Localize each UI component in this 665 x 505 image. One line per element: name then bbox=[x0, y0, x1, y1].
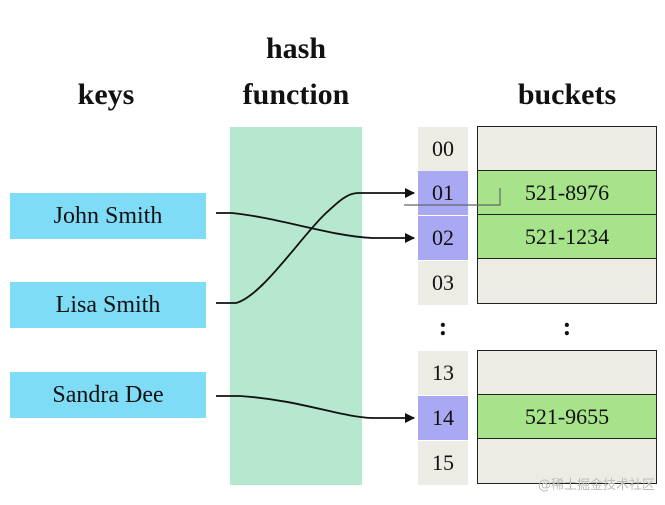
hash-function-column bbox=[230, 127, 362, 485]
bucket-cell bbox=[478, 351, 656, 395]
index-cell-highlighted: 01 bbox=[418, 171, 468, 215]
index-cell: 03 bbox=[418, 261, 468, 305]
key-lisa-smith: Lisa Smith bbox=[10, 282, 206, 328]
watermark: @稀土掘金技术社区 bbox=[537, 478, 655, 493]
bucket-cell bbox=[478, 259, 656, 303]
key-sandra-dee: Sandra Dee bbox=[10, 372, 206, 418]
bucket-cell-filled: 521-9655 bbox=[478, 395, 656, 439]
index-cell: 15 bbox=[418, 441, 468, 485]
index-cell-highlighted: 14 bbox=[418, 396, 468, 440]
bucket-group-top: 521-8976 521-1234 bbox=[477, 126, 657, 304]
index-cell: 00 bbox=[418, 127, 468, 171]
index-cell: 13 bbox=[418, 351, 468, 395]
index-ellipsis: : bbox=[438, 312, 448, 341]
bucket-cell bbox=[478, 127, 656, 171]
key-john-smith: John Smith bbox=[10, 193, 206, 239]
bucket-cell bbox=[478, 439, 656, 483]
bucket-cell-filled: 521-1234 bbox=[478, 215, 656, 259]
hash-header-line1: hash bbox=[265, 32, 327, 65]
arrow-sandra-to-14 bbox=[216, 395, 415, 423]
bucket-cell-filled: 521-8976 bbox=[478, 171, 656, 215]
hash-header-line2: function bbox=[242, 78, 350, 111]
buckets-header: buckets bbox=[517, 78, 617, 111]
arrow-lisa-to-01 bbox=[216, 188, 415, 304]
bucket-group-bottom: 521-9655 bbox=[477, 350, 657, 484]
arrow-john-to-02 bbox=[216, 212, 415, 243]
keys-header: keys bbox=[77, 78, 135, 111]
bucket-pointer-line bbox=[404, 188, 501, 206]
bucket-ellipsis: : bbox=[562, 312, 572, 341]
index-cell-highlighted: 02 bbox=[418, 216, 468, 260]
